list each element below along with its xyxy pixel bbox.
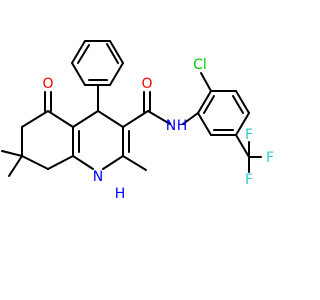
- oxygen-amide-label: O: [141, 76, 152, 92]
- chlorine-label: Cl: [193, 57, 207, 73]
- bond: [147, 110, 171, 125]
- bond: [47, 155, 74, 170]
- bond: [122, 110, 149, 128]
- bond: [77, 44, 90, 64]
- amide-hydrogen-label: H: [177, 118, 188, 134]
- bond: [72, 110, 99, 128]
- molecule-structure: O O N H N H Cl F F F: [0, 0, 300, 300]
- bond: [109, 40, 124, 64]
- bond: [122, 155, 147, 171]
- bond: [197, 90, 212, 114]
- bond: [1, 150, 23, 157]
- bond: [203, 95, 215, 114]
- bond: [106, 43, 119, 64]
- bond: [21, 110, 49, 128]
- bond: [197, 112, 212, 136]
- bond: [71, 62, 86, 86]
- ring-nh-nitrogen-label: N: [93, 169, 103, 185]
- bond: [72, 155, 94, 170]
- bond: [109, 62, 124, 86]
- bond: [102, 155, 124, 170]
- bond: [200, 72, 212, 92]
- fluorine-right-label: F: [266, 150, 274, 166]
- fluorine-top-label: F: [245, 127, 253, 143]
- bond: [235, 134, 250, 158]
- bond: [235, 90, 250, 114]
- bond: [8, 155, 23, 177]
- canvas-background: [0, 0, 300, 300]
- bond: [97, 110, 124, 128]
- bond: [232, 95, 244, 114]
- ring-nh-hydrogen-label: H: [115, 186, 126, 202]
- fluorine-bottom-label: F: [245, 172, 253, 188]
- bonds: [1, 40, 262, 177]
- amide-nitrogen-label: N: [166, 118, 176, 134]
- atom-labels: O O N H N H Cl F F F: [42, 57, 274, 202]
- bond: [182, 112, 199, 125]
- bond: [47, 110, 74, 128]
- bond: [21, 155, 49, 170]
- bond: [235, 112, 250, 136]
- oxygen-ketone-label: O: [42, 76, 53, 92]
- bond: [71, 40, 86, 64]
